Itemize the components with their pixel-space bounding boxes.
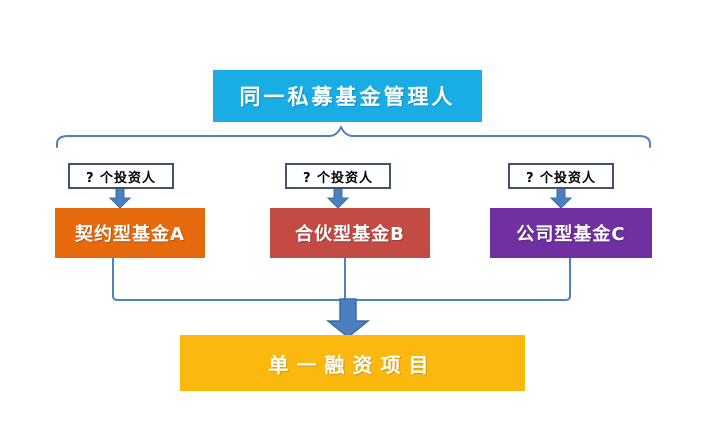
- investor-box-b: ? 个投资人: [285, 163, 391, 189]
- big-down-arrow-icon: [325, 298, 371, 338]
- investor-box-b-label: ? 个投资人: [302, 170, 374, 186]
- down-arrow-icon: [108, 187, 132, 209]
- bottom-box: 单一融资项目: [180, 335, 525, 391]
- merge-connector-left-right: [112, 258, 571, 301]
- title-box: 同一私募基金管理人: [213, 70, 482, 122]
- fund-box-corporate: 公司型基金C: [490, 208, 652, 258]
- fund-box-contract-label: 契约型基金A: [75, 224, 185, 245]
- fund-box-corporate-label: 公司型基金C: [516, 224, 626, 245]
- investor-box-a-label: ? 个投资人: [85, 170, 157, 186]
- investor-box-c: ? 个投资人: [508, 163, 614, 189]
- bottom-box-label: 单一融资项目: [268, 352, 437, 377]
- brace-shape: [56, 126, 651, 148]
- fund-box-partnership-label: 合伙型基金B: [295, 224, 405, 245]
- fund-box-partnership: 合伙型基金B: [270, 208, 430, 258]
- down-arrow-icon: [326, 187, 350, 209]
- fund-box-contract: 契约型基金A: [55, 208, 205, 258]
- investor-box-c-label: ? 个投资人: [525, 170, 597, 186]
- down-arrow-icon: [549, 187, 573, 209]
- investor-box-a: ? 个投资人: [68, 163, 174, 189]
- title-box-label: 同一私募基金管理人: [239, 85, 456, 109]
